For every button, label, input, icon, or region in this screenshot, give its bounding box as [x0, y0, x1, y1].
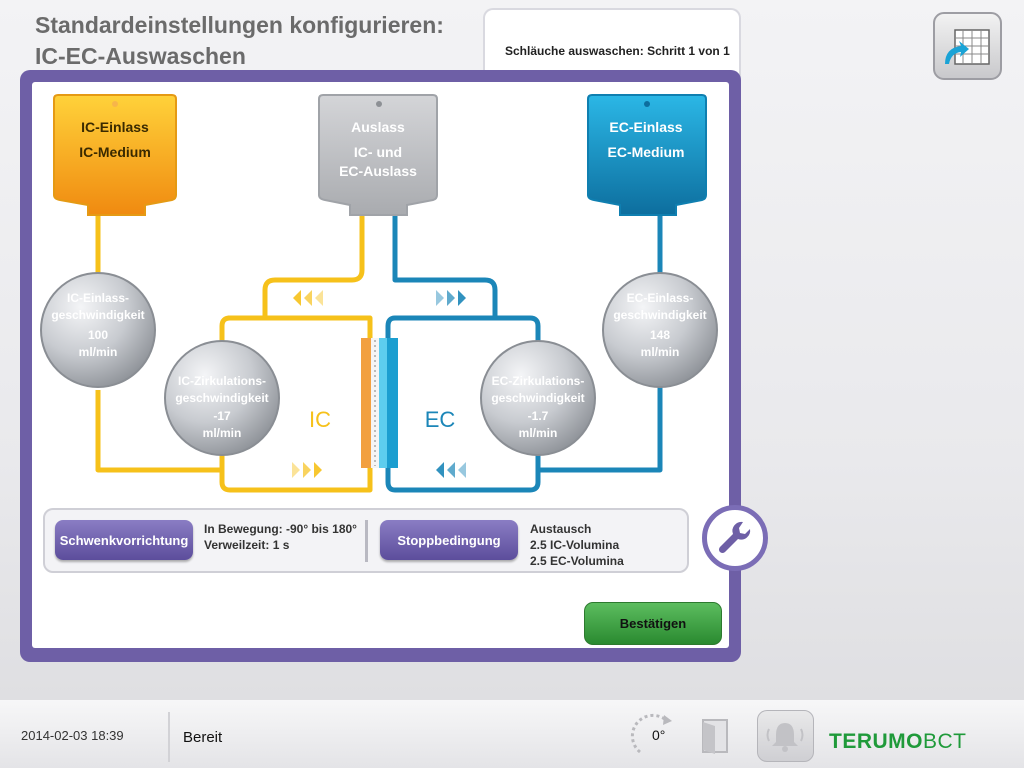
outlet-bag-label: Auslass — [351, 119, 405, 135]
settings-divider — [365, 520, 368, 562]
ic-circ-rate-unit: ml/min — [203, 426, 242, 440]
page-title: Standardeinstellungen konfigurieren: IC-… — [35, 10, 444, 72]
ec-inlet-rate-gauge[interactable]: EC-Einlass- geschwindigkeit 148 ml/min — [602, 272, 718, 388]
rocker-motion: In Bewegung: -90° bis 180° — [204, 522, 357, 536]
ic-circ-rate-label1: IC-Zirkulations- — [178, 374, 266, 388]
outlet-bag-line3: EC-Auslass — [339, 163, 417, 179]
ic-bottom-flow-arrows — [292, 462, 322, 478]
ic-bag[interactable]: IC-Einlass IC-Medium — [53, 94, 177, 216]
stop-condition-button[interactable]: Stoppbedingung — [380, 520, 518, 560]
system-status: Bereit — [183, 729, 223, 746]
stop-line1: Austausch — [530, 522, 592, 536]
calendar-button[interactable] — [933, 12, 1002, 80]
ec-circ-rate-value: -1.7 — [528, 409, 549, 423]
rotation-angle: 0° — [652, 727, 666, 743]
ic-inlet-rate-label2: geschwindigkeit — [51, 308, 144, 322]
status-datetime: 2014-02-03 18:39 — [21, 728, 124, 743]
ic-circulation-rate-gauge[interactable]: IC-Zirkulations- geschwindigkeit -17 ml/… — [164, 340, 280, 456]
ec-bag-medium: EC-Medium — [608, 144, 685, 160]
brand-thin: BCT — [923, 730, 967, 753]
step-value: Schritt 1 von 1 — [647, 44, 730, 58]
alarm-button[interactable] — [757, 710, 814, 762]
ic-bag-label: IC-Einlass — [81, 119, 149, 135]
rotation-icon — [630, 713, 672, 754]
ec-circulation-rate-gauge[interactable]: EC-Zirkulations- geschwindigkeit -1.7 ml… — [480, 340, 596, 456]
ec-inlet-rate-label1: EC-Einlass- — [627, 291, 694, 305]
page-title-line2: IC-EC-Auswaschen — [35, 43, 246, 69]
stop-line2: 2.5 IC-Volumina — [530, 538, 620, 552]
status-separator — [168, 712, 170, 762]
bell-icon — [766, 723, 804, 752]
stop-condition-info: Austausch 2.5 IC-Volumina 2.5 EC-Volumin… — [530, 521, 624, 569]
bioreactor — [361, 338, 398, 468]
step-indicator: Schläuche auswaschen: Schritt 1 von 1 — [505, 44, 730, 58]
ic-inlet-rate-value: 100 — [88, 328, 108, 342]
ic-bag-medium: IC-Medium — [79, 144, 151, 160]
fluid-diagram: IC-Einlass IC-Medium Auslass IC- und EC-… — [40, 94, 718, 493]
rocker-button[interactable]: Schwenkvorrichtung — [55, 520, 193, 560]
ec-inlet-rate-unit: ml/min — [641, 345, 680, 359]
ec-bottom-flow-arrows — [436, 462, 466, 478]
rocker-dwell: Verweilzeit: 1 s — [204, 538, 290, 552]
ec-top-flow-arrows — [436, 290, 466, 306]
step-tab — [483, 8, 741, 80]
ec-bag-label: EC-Einlass — [609, 119, 682, 135]
wrench-icon — [718, 521, 751, 554]
rocker-info: In Bewegung: -90° bis 180° Verweilzeit: … — [204, 521, 357, 553]
ic-tubing — [95, 210, 373, 493]
status-bar — [0, 700, 1024, 768]
outlet-bag-line2: IC- und — [354, 144, 402, 160]
tools-button[interactable] — [702, 505, 768, 571]
ec-circ-rate-label2: geschwindigkeit — [491, 391, 584, 405]
step-label: Schläuche auswaschen: — [505, 44, 644, 58]
confirm-button[interactable]: Bestätigen — [584, 602, 722, 645]
ic-circ-rate-label2: geschwindigkeit — [175, 391, 268, 405]
brand-bold: TERUMO — [829, 730, 923, 753]
page-title-line1: Standardeinstellungen konfigurieren: — [35, 12, 444, 38]
ic-inlet-rate-unit: ml/min — [79, 345, 118, 359]
ec-bag[interactable]: EC-Einlass EC-Medium — [587, 94, 707, 216]
ic-top-flow-arrows — [293, 290, 323, 306]
ic-loop-label: IC — [309, 407, 331, 432]
ic-inlet-rate-label1: IC-Einlass- — [67, 291, 129, 305]
stop-line3: 2.5 EC-Volumina — [530, 554, 624, 568]
calendar-grid-icon — [945, 29, 990, 65]
ec-inlet-rate-value: 148 — [650, 328, 670, 342]
door-icon — [702, 719, 728, 754]
ec-circ-rate-label1: EC-Zirkulations- — [492, 374, 585, 388]
brand-logo: TERUMOBCT — [829, 730, 967, 754]
ec-circ-rate-unit: ml/min — [519, 426, 558, 440]
outlet-bag[interactable]: Auslass IC- und EC-Auslass — [318, 94, 438, 216]
ic-circ-rate-value: -17 — [213, 409, 231, 423]
ec-inlet-rate-label2: geschwindigkeit — [613, 308, 706, 322]
ec-loop-label: EC — [425, 407, 456, 432]
ec-tubing — [385, 210, 663, 493]
ic-inlet-rate-gauge[interactable]: IC-Einlass- geschwindigkeit 100 ml/min — [40, 272, 156, 388]
